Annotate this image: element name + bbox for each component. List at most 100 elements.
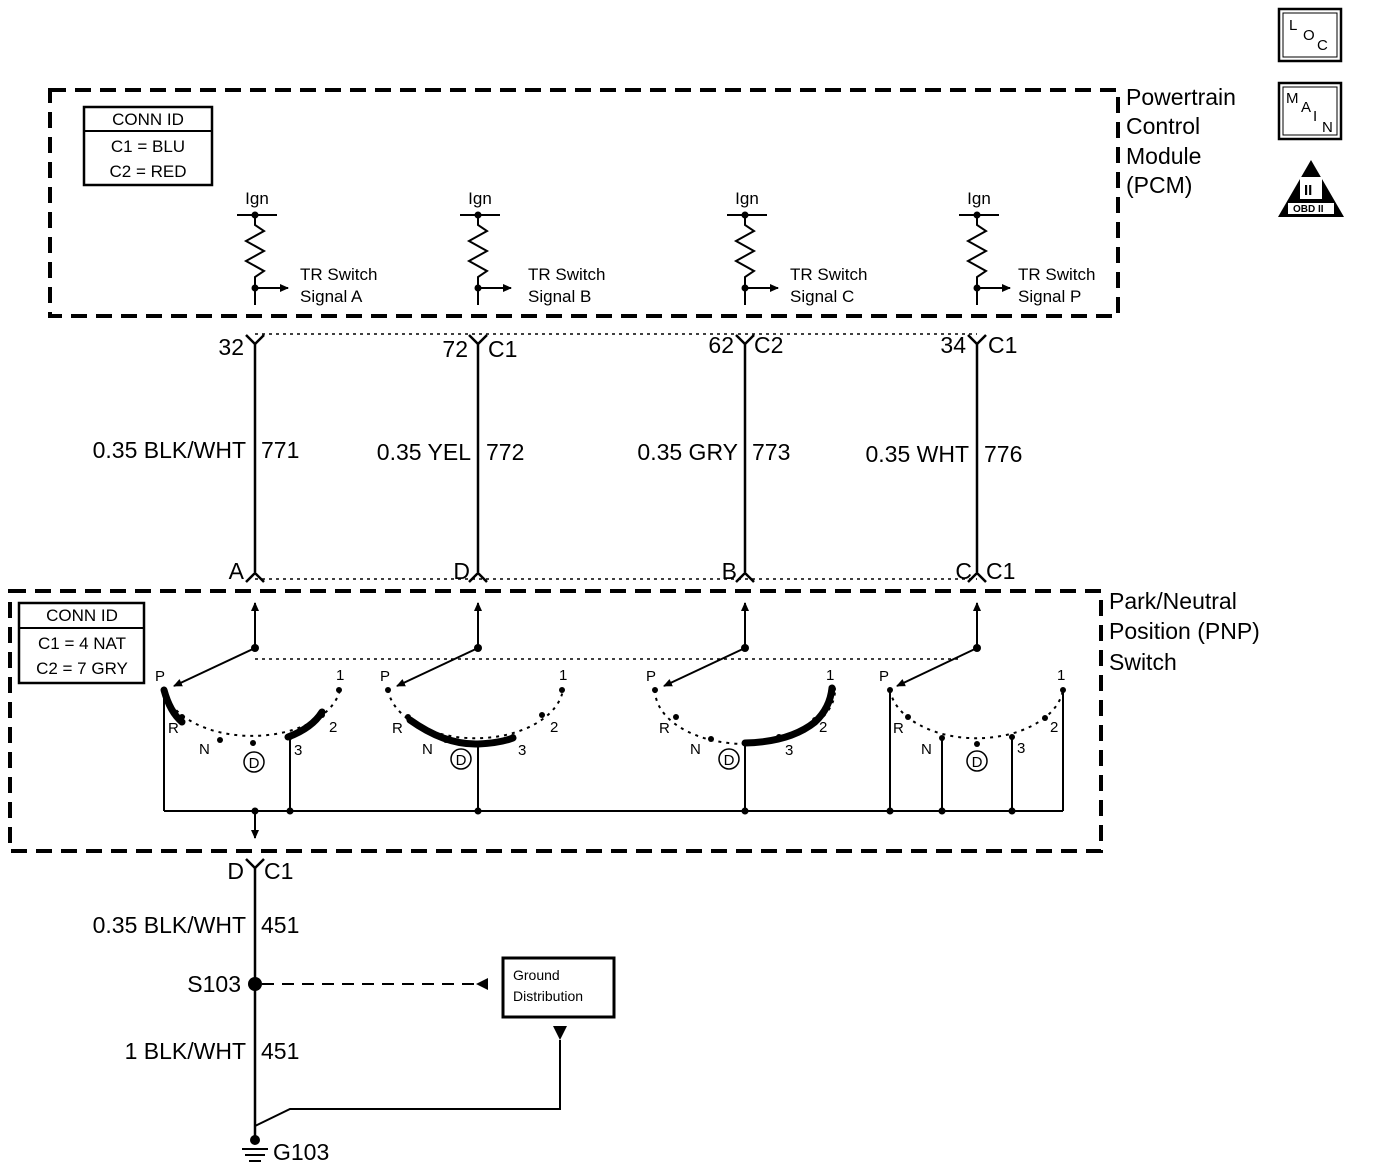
switch-a: P R N D 3 2 1 — [155, 644, 344, 811]
svg-text:II: II — [1304, 182, 1312, 199]
svg-text:D: D — [227, 858, 244, 884]
svg-text:N: N — [199, 741, 210, 758]
svg-text:C1: C1 — [986, 558, 1015, 584]
svg-text:A: A — [1301, 99, 1311, 116]
svg-text:C: C — [1317, 37, 1328, 54]
pcm-circuit-b: Ign TR Switch Signal B — [460, 189, 605, 306]
svg-text:0.35 GRY: 0.35 GRY — [637, 439, 738, 465]
svg-text:Ign: Ign — [245, 189, 269, 208]
svg-text:C2 = 7 GRY: C2 = 7 GRY — [36, 659, 128, 678]
switch-b: P R N D 3 2 1 — [380, 644, 567, 811]
ground-symbol-g103: G103 — [242, 1135, 329, 1165]
pcm-conn-id-table: CONN ID C1 = BLU C2 = RED — [82, 105, 214, 187]
pcm-circuit-c: Ign TR Switch Signal C — [727, 189, 867, 306]
svg-text:N: N — [690, 741, 701, 758]
splice-s103: S103 — [187, 971, 488, 997]
svg-text:O: O — [1303, 27, 1315, 44]
svg-text:Module: Module — [1126, 143, 1201, 169]
svg-text:0.35 BLK/WHT: 0.35 BLK/WHT — [93, 437, 246, 463]
svg-text:P: P — [879, 668, 889, 685]
svg-text:C: C — [955, 558, 972, 584]
svg-text:L: L — [1289, 17, 1297, 34]
pnp-up-arrows — [251, 602, 981, 648]
main-wires — [253, 344, 979, 572]
svg-text:I: I — [1313, 108, 1317, 125]
svg-text:Position (PNP): Position (PNP) — [1109, 618, 1260, 644]
pnp-name: Park/Neutral Position (PNP) Switch — [1109, 588, 1260, 675]
svg-text:776: 776 — [984, 441, 1022, 467]
svg-text:72: 72 — [442, 336, 468, 362]
svg-text:Control: Control — [1126, 113, 1200, 139]
svg-text:TR Switch: TR Switch — [790, 265, 867, 284]
svg-text:Ground: Ground — [513, 967, 560, 983]
loc-icon: L O C — [1277, 7, 1343, 63]
svg-text:A: A — [229, 558, 245, 584]
pcm-pin-labels: 32 72 C1 62 C2 34 C1 — [218, 332, 1017, 362]
svg-text:CONN ID: CONN ID — [112, 110, 184, 129]
svg-text:(PCM): (PCM) — [1126, 172, 1192, 198]
svg-text:C1: C1 — [264, 858, 293, 884]
pnp-connector-pins — [245, 571, 987, 583]
svg-text:3: 3 — [785, 742, 793, 759]
svg-text:Park/Neutral: Park/Neutral — [1109, 588, 1237, 614]
svg-text:P: P — [646, 668, 656, 685]
svg-text:C1 = 4 NAT: C1 = 4 NAT — [38, 634, 126, 653]
main-icon: M A I N — [1277, 81, 1343, 141]
pcm-circuit-p: Ign TR Switch Signal P — [959, 189, 1095, 306]
svg-text:3: 3 — [294, 742, 302, 759]
svg-text:0.35 WHT: 0.35 WHT — [865, 441, 969, 467]
svg-text:R: R — [168, 720, 179, 737]
svg-text:32: 32 — [218, 334, 244, 360]
svg-text:P: P — [380, 668, 390, 685]
switch-p: P R N D 3 2 1 — [879, 644, 1066, 811]
svg-text:S103: S103 — [187, 971, 241, 997]
svg-text:C2 = RED: C2 = RED — [110, 162, 187, 181]
svg-text:772: 772 — [486, 439, 524, 465]
svg-text:0.35 YEL: 0.35 YEL — [377, 439, 471, 465]
pcm-boundary — [48, 88, 1120, 318]
svg-text:C2: C2 — [754, 332, 783, 358]
switch-c: P R N D 3 2 1 — [646, 644, 836, 811]
svg-text:773: 773 — [752, 439, 790, 465]
svg-text:N: N — [1322, 119, 1333, 136]
svg-text:C1: C1 — [988, 332, 1017, 358]
svg-text:TR Switch: TR Switch — [300, 265, 377, 284]
svg-text:Signal P: Signal P — [1018, 287, 1081, 306]
svg-text:R: R — [659, 720, 670, 737]
pnp-conn-id-table: CONN ID C1 = 4 NAT C2 = 7 GRY — [17, 601, 146, 685]
svg-text:Signal C: Signal C — [790, 287, 854, 306]
svg-text:N: N — [422, 741, 433, 758]
svg-text:Powertrain: Powertrain — [1126, 84, 1236, 110]
svg-text:C1: C1 — [488, 336, 517, 362]
svg-text:Signal B: Signal B — [528, 287, 591, 306]
svg-text:Ign: Ign — [468, 189, 492, 208]
svg-text:62: 62 — [708, 332, 734, 358]
svg-text:1 BLK/WHT: 1 BLK/WHT — [125, 1038, 246, 1064]
svg-text:R: R — [392, 720, 403, 737]
ground-distribution-box: Ground Distribution — [254, 956, 616, 1127]
svg-text:Signal A: Signal A — [300, 287, 363, 306]
svg-text:CONN ID: CONN ID — [46, 606, 118, 625]
svg-text:1: 1 — [826, 667, 834, 684]
svg-text:R: R — [893, 720, 904, 737]
svg-text:G103: G103 — [273, 1139, 329, 1165]
svg-text:D: D — [453, 558, 470, 584]
svg-text:451: 451 — [261, 1038, 299, 1064]
svg-text:1: 1 — [559, 667, 567, 684]
svg-text:1: 1 — [336, 667, 344, 684]
pnp-ground-bus — [164, 807, 1063, 839]
wire-labels: 0.35 BLK/WHT 771 0.35 YEL 772 0.35 GRY 7… — [93, 437, 1023, 467]
svg-text:3: 3 — [1017, 740, 1025, 757]
svg-text:0.35 BLK/WHT: 0.35 BLK/WHT — [93, 912, 246, 938]
svg-text:N: N — [921, 741, 932, 758]
svg-text:Distribution: Distribution — [513, 988, 583, 1004]
ground-wire-labels: 0.35 BLK/WHT 451 1 BLK/WHT 451 — [93, 912, 300, 1064]
svg-text:Ign: Ign — [967, 189, 991, 208]
svg-text:2: 2 — [329, 719, 337, 736]
ground-connector: D C1 — [227, 858, 293, 884]
svg-text:P: P — [155, 668, 165, 685]
svg-text:D: D — [456, 752, 467, 769]
svg-text:D: D — [249, 755, 260, 772]
pnp-pin-labels: A D B C C1 — [229, 558, 1016, 584]
